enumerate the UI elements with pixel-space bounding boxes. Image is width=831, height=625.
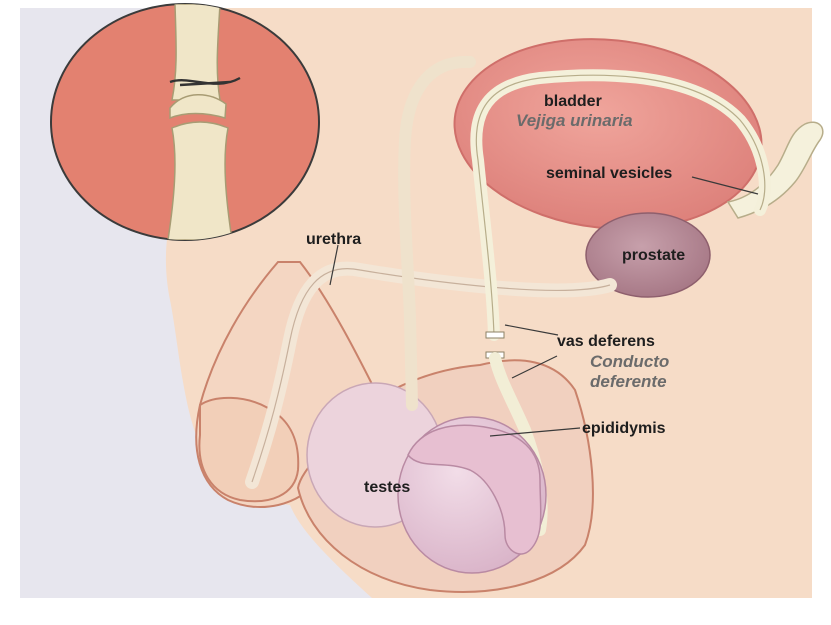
label-epididymis: epididymis (582, 420, 666, 437)
label-vas-deferens-es-1: Conducto (590, 352, 669, 371)
label-bladder: bladder (544, 93, 602, 110)
label-prostate: prostate (622, 247, 685, 264)
label-urethra: urethra (306, 231, 361, 248)
vasectomy-inset (51, 4, 319, 240)
label-vas-deferens: vas deferens (557, 333, 655, 350)
label-vas-deferens-es-2: deferente (590, 372, 667, 391)
label-bladder-es: Vejiga urinaria (516, 111, 633, 130)
vasectomy-cut-upper (486, 332, 504, 338)
label-seminal-vesicles: seminal vesicles (546, 165, 672, 182)
label-testes: testes (364, 479, 410, 496)
